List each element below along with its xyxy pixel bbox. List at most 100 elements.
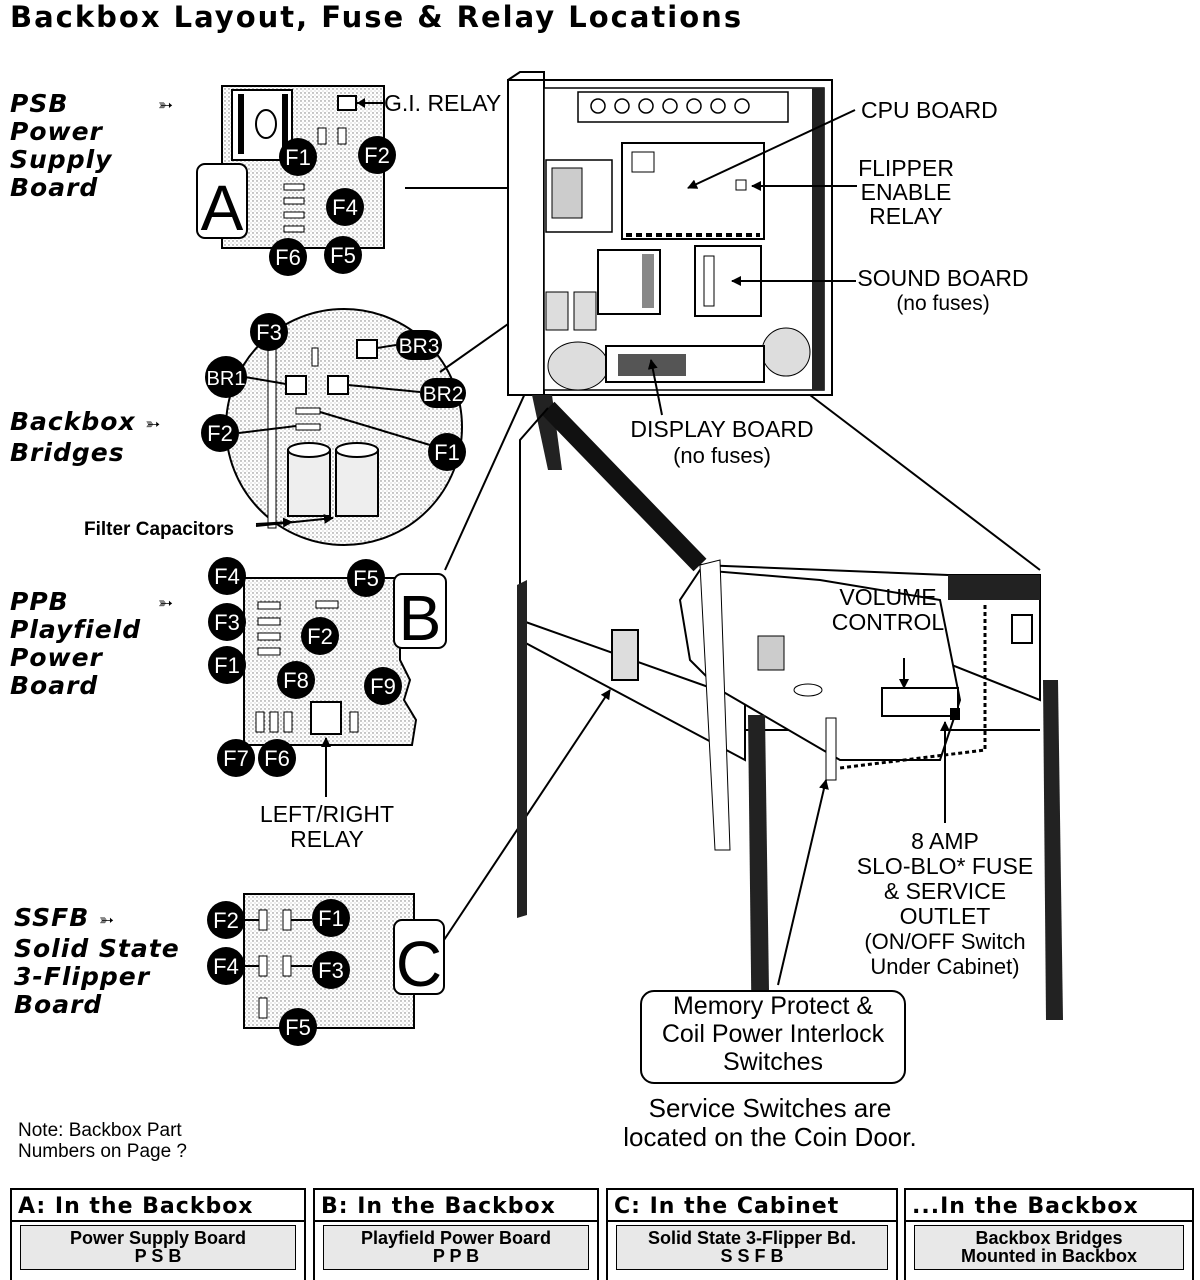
fuse-badge: F2 (213, 908, 239, 933)
arrow-mark-icon: ➳ (145, 414, 162, 435)
fuse-badge: F4 (332, 195, 358, 220)
memory-protect-callout: Memory Protect & Coil Power Interlock Sw… (640, 990, 906, 1084)
memory-protect-line2: Coil Power Interlock (661, 1020, 885, 1048)
fuse-badge: F1 (285, 145, 311, 170)
fuse-badge: F6 (275, 245, 301, 270)
sound-board-label-2: (no fuses) (896, 292, 989, 315)
bridge-badge: F2 (207, 421, 233, 446)
bridges-line1: Backbox (10, 407, 136, 436)
display-board-label-2: (no fuses) (673, 443, 771, 468)
ssfb-fuse-badges: F2 F1 F4 F3 F5 (207, 899, 350, 1046)
cpu-board-label: CPU BOARD (861, 97, 998, 123)
ssfb-heading: SSFB ➳ Solid State 3-Flipper Board (14, 904, 180, 1019)
letter-b-tag: B (393, 573, 447, 654)
letter-b: B (399, 582, 442, 654)
filter-capacitor-shape (287, 442, 379, 517)
ppb-line3: Power (10, 643, 103, 672)
fuse-badge: F5 (330, 243, 356, 268)
table-bridges: ...In the Backbox Backbox Bridges Mounte… (904, 1188, 1194, 1280)
memory-protect-line3: Switches (722, 1048, 824, 1076)
table-sub-abbr: Mounted in Backbox (960, 1246, 1137, 1266)
service-line2: located on the Coin Door. (623, 1122, 917, 1152)
bridges-heading: Backbox ➳ Bridges (10, 408, 161, 467)
ssfb-line3: 3-Flipper (14, 962, 151, 991)
fuse-outlet-label-3: & SERVICE (884, 878, 1006, 904)
volume-control-label-1: VOLUME (839, 584, 936, 610)
fuse-badge: F8 (283, 668, 309, 693)
fuse-badge: F2 (364, 143, 390, 168)
table-ssfb: C: In the Cabinet Solid State 3-Flipper … (606, 1188, 898, 1280)
table-sub-title: Backbox Bridges (975, 1228, 1123, 1248)
fuse-badge: F4 (214, 564, 240, 589)
psb-fuse-badges: F1 F2 F4 F6 F5 (269, 136, 396, 276)
bridge-badge: F3 (256, 320, 282, 345)
table-psb: A: In the Backbox Power Supply Board P S… (10, 1188, 306, 1280)
letter-a: A (201, 172, 244, 244)
volume-control-label-2: CONTROL (832, 609, 945, 635)
psb-abbr: PSB (10, 89, 69, 118)
bridges-line2: Bridges (10, 438, 125, 467)
fuse-badge: F1 (214, 653, 240, 678)
bridges-detail (225, 308, 463, 546)
table-subheader: Power Supply Board P S B (20, 1225, 296, 1270)
fuse-badge: F4 (213, 954, 239, 979)
flipper-enable-label-3: RELAY (869, 203, 943, 229)
letter-c: C (396, 928, 442, 1000)
table-subheader: Solid State 3-Flipper Bd. S S F B (616, 1225, 888, 1270)
ssfb-abbr: SSFB (14, 903, 90, 932)
memory-protect-line1: Memory Protect & (672, 992, 874, 1020)
bridge-badge: BR2 (423, 383, 464, 406)
backbox-layout-diagram: A G.I. RELAY F1 F2 F4 F6 F5 F3 BR3 BR1 B… (84, 71, 1063, 1060)
table-sub-title: Power Supply Board (69, 1228, 247, 1248)
table-sub-abbr: S S F B (720, 1246, 784, 1266)
ppb-heading: PPB ➳ Playfield Power Board (10, 587, 173, 700)
service-line1: Service Switches are (648, 1093, 892, 1123)
letter-a-tag: A (196, 163, 248, 244)
bridge-badge: F1 (434, 440, 460, 465)
table-header: ...In the Backbox (906, 1190, 1192, 1222)
fuse-badge: F3 (318, 958, 344, 983)
psb-heading: PSB ➳ Power Supply Board (10, 89, 173, 202)
letter-c-tag: C (393, 919, 445, 1000)
table-header: A: In the Backbox (12, 1190, 304, 1222)
filter-capacitors-label: Filter Capacitors (84, 519, 234, 540)
ssfb-line4: Board (14, 990, 103, 1019)
ppb-line4: Board (10, 671, 99, 700)
fuse-badge: F1 (318, 906, 344, 931)
flipper-enable-label-1: FLIPPER (858, 155, 954, 181)
fuse-badge: F6 (264, 746, 290, 771)
ppb-board (243, 577, 418, 746)
table-header: C: In the Cabinet (608, 1190, 896, 1222)
left-right-relay-label-1: LEFT/RIGHT (260, 801, 394, 827)
bridge-badges: F3 BR3 BR1 BR2 F2 F1 (201, 313, 466, 471)
table-header: B: In the Backbox (315, 1190, 597, 1222)
bridge-badge: BR1 (207, 368, 246, 390)
fuse-badge: F9 (370, 674, 396, 699)
left-right-relay-label-2: RELAY (290, 826, 364, 852)
table-subheader: Playfield Power Board P P B (323, 1225, 589, 1270)
fuse-outlet-label-1: 8 AMP (911, 828, 979, 854)
page-title: Backbox Layout, Fuse & Relay Locations (10, 0, 744, 34)
arrow-mark-icon: ➳ (158, 593, 175, 614)
psb-line4: Board (10, 173, 99, 202)
note-line2: Numbers on Page ? (18, 1141, 187, 1162)
fuse-badge: F2 (307, 624, 333, 649)
fuse-outlet-label-4: OUTLET (900, 903, 991, 929)
fuse-outlet-label-5: (ON/OFF Switch (864, 929, 1025, 954)
fuse-badge: F7 (223, 746, 249, 771)
table-subheader: Backbox Bridges Mounted in Backbox (914, 1225, 1184, 1270)
fuse-outlet-label-2: SLO-BLO* FUSE (857, 853, 1033, 879)
service-switches-note: Service Switches are located on the Coin… (590, 1094, 950, 1152)
arrow-mark-icon: ➳ (98, 910, 116, 931)
ppb-fuse-badges: F4 F5 F3 F2 F1 F8 F9 F7 F6 (208, 557, 402, 777)
fuse-badge: F3 (214, 610, 240, 635)
ppb-abbr: PPB (10, 587, 69, 616)
fuse-outlet-label-6: Under Cabinet) (870, 954, 1019, 979)
table-sub-abbr: P P B (432, 1246, 480, 1266)
display-board-label-1: DISPLAY BOARD (630, 416, 813, 442)
psb-line3: Supply (10, 145, 113, 174)
table-sub-title: Solid State 3-Flipper Bd. (647, 1228, 857, 1248)
psb-line2: Power (10, 117, 103, 146)
sound-board-label-1: SOUND BOARD (857, 265, 1028, 291)
note-line1: Note: Backbox Part (18, 1120, 182, 1141)
